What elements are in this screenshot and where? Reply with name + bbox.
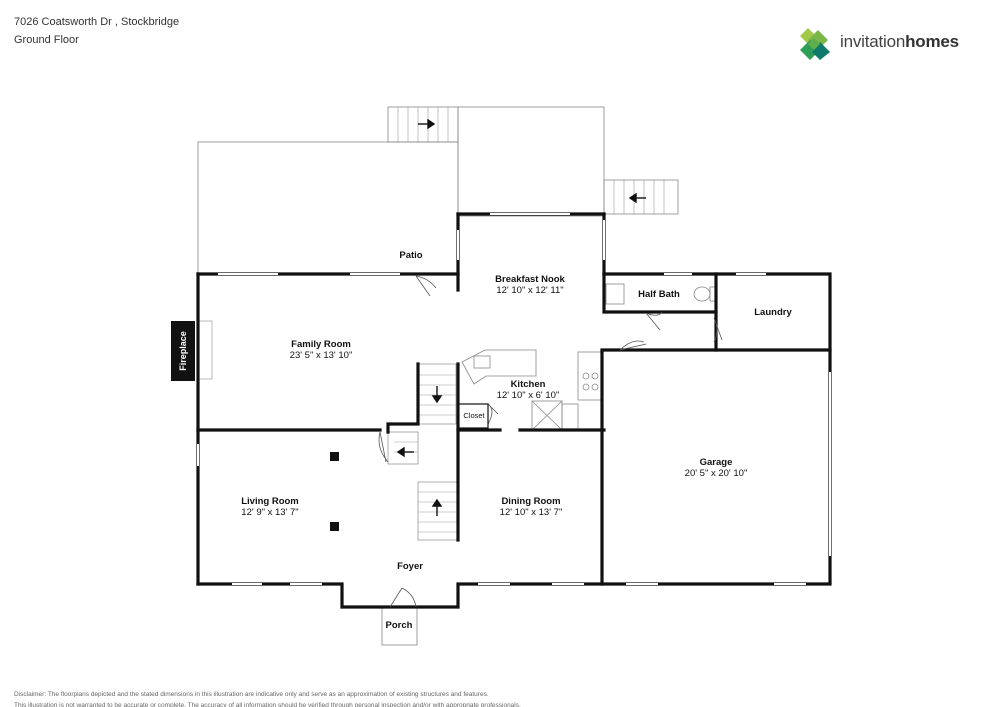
- room-dims: 12' 10" x 6' 10": [496, 390, 560, 401]
- room-closet: Closet: [463, 410, 484, 421]
- stair-treads: [394, 107, 665, 533]
- room-dims: 23' 5" x 13' 10": [289, 350, 353, 361]
- room-family-room: Family Room 23' 5" x 13' 10": [290, 339, 353, 361]
- doors: [378, 275, 723, 608]
- room-name: Laundry: [754, 307, 792, 318]
- room-dims: 12' 10" x 13' 7": [499, 507, 563, 518]
- column: [330, 452, 339, 461]
- invitation-homes-logo: invitationhomes: [798, 26, 988, 62]
- room-living-room: Living Room 12' 9" x 13' 7": [241, 496, 299, 518]
- walls: [196, 212, 832, 609]
- hearth: [197, 320, 213, 380]
- column: [330, 522, 339, 531]
- room-foyer: Foyer: [397, 561, 423, 572]
- room-breakfast-nook: Breakfast Nook 12' 10" x 12' 11": [495, 274, 565, 296]
- room-name: Patio: [399, 250, 423, 261]
- room-name: Garage: [699, 457, 733, 468]
- room-name: Living Room: [241, 496, 299, 507]
- disclaimer-line-2: This illustration is not warranted to be…: [14, 702, 521, 707]
- room-name: Foyer: [397, 561, 423, 572]
- room-name: Porch: [385, 620, 413, 631]
- room-porch: Porch: [386, 620, 413, 631]
- logo-wordmark: invitationhomes: [840, 32, 959, 52]
- room-dims: 12' 10" x 12' 11": [496, 285, 564, 296]
- address-text: 7026 Coatsworth Dr , Stockbridge: [14, 16, 180, 28]
- disclaimer-line-1: Disclaimer: The floorplans depicted and …: [14, 691, 489, 698]
- room-name: Dining Room: [501, 496, 561, 507]
- room-kitchen: Kitchen 12' 10" x 6' 10": [497, 379, 560, 401]
- room-garage: Garage 20' 5" x 20' 10": [685, 457, 748, 479]
- deck-outline: [197, 106, 679, 646]
- room-patio: Patio: [399, 250, 422, 261]
- room-dims: 12' 9" x 13' 7": [241, 507, 299, 518]
- room-name: Family Room: [291, 339, 351, 350]
- fireplace-label: Fireplace: [178, 331, 188, 371]
- stair-arrows: [396, 118, 646, 516]
- room-dining-room: Dining Room 12' 10" x 13' 7": [500, 496, 563, 518]
- kitchen-counters: [461, 283, 716, 431]
- floor-label: Ground Floor: [14, 34, 79, 46]
- room-name: Kitchen: [510, 379, 546, 390]
- fireplace: Fireplace: [171, 321, 195, 381]
- room-name: Closet: [463, 411, 485, 420]
- room-dims: 20' 5" x 20' 10": [684, 468, 748, 479]
- logo-mark-icon: [800, 28, 830, 60]
- logo-word-homes: homes: [905, 32, 959, 51]
- room-laundry: Laundry: [754, 307, 791, 318]
- closet-outline: [457, 403, 489, 429]
- windows: [197, 213, 831, 585]
- room-name: Breakfast Nook: [495, 274, 565, 285]
- room-half-bath: Half Bath: [638, 289, 680, 300]
- logo-word-invitation: invitation: [840, 32, 906, 51]
- room-name: Half Bath: [638, 289, 680, 300]
